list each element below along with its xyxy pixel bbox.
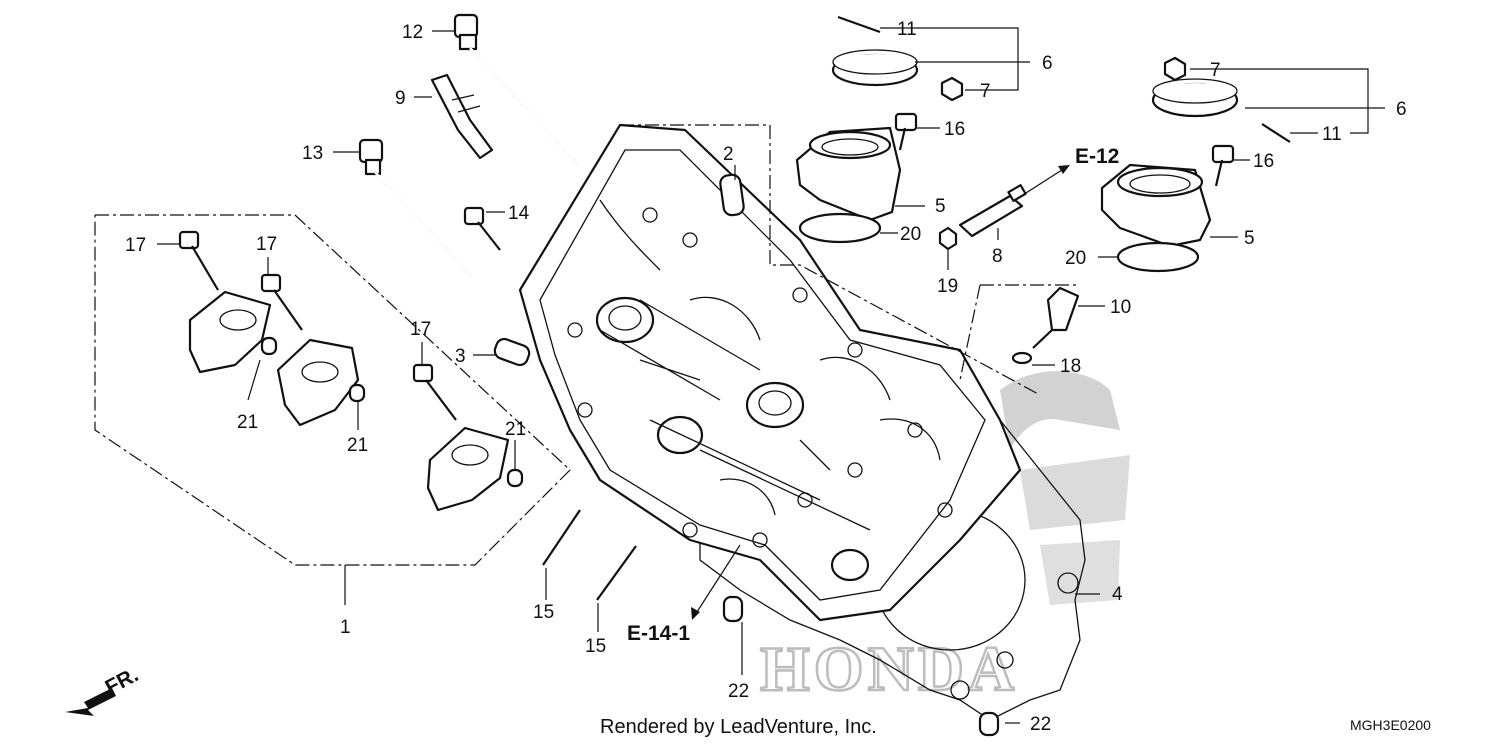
callout-17c: 17 bbox=[410, 319, 431, 340]
part-12-stud-bolt bbox=[453, 13, 579, 166]
callout-21a: 21 bbox=[237, 412, 258, 433]
part-2-dowel bbox=[719, 173, 745, 217]
callout-6b: 6 bbox=[1396, 99, 1407, 120]
callout-14: 14 bbox=[508, 203, 530, 224]
callout-9: 9 bbox=[395, 88, 406, 109]
part-19-washer bbox=[938, 226, 958, 251]
callout-6a: 6 bbox=[1042, 53, 1053, 74]
part-9-spark-plug bbox=[430, 73, 494, 160]
camshaft-holder-b bbox=[276, 338, 366, 427]
intake-insulator-left bbox=[795, 126, 902, 222]
part-15-stud-b bbox=[596, 545, 637, 601]
callout-11b: 11 bbox=[1322, 124, 1342, 145]
part-11-bolt-a bbox=[837, 15, 881, 34]
callout-22b: 22 bbox=[1030, 714, 1051, 735]
part-10-sensor bbox=[1032, 286, 1080, 349]
callout-16b: 16 bbox=[1253, 151, 1274, 172]
intake-insulator-right bbox=[1100, 163, 1212, 248]
callout-1: 1 bbox=[340, 617, 351, 638]
callout-20a: 20 bbox=[900, 224, 921, 245]
part-16-bolt-b bbox=[1211, 144, 1235, 187]
front-arrow-icon bbox=[65, 688, 116, 716]
credit-text: Rendered by LeadVenture, Inc. bbox=[600, 716, 877, 738]
e12-arrow-line bbox=[1014, 167, 1066, 201]
diagram-code: MGH3E0200 bbox=[1350, 717, 1431, 733]
callout-7a: 7 bbox=[980, 81, 991, 102]
callout-21c: 21 bbox=[505, 419, 526, 440]
callout-labels: 1 2 3 4 5 5 6 6 7 7 8 9 10 11 11 12 13 1… bbox=[125, 19, 1407, 735]
callout-5b: 5 bbox=[1244, 228, 1255, 249]
part-8-sensor bbox=[958, 184, 1027, 238]
part-22-dowel-b bbox=[978, 711, 1000, 737]
part-7-nut-b bbox=[1163, 56, 1187, 82]
callout-13: 13 bbox=[302, 143, 323, 164]
callout-2: 2 bbox=[723, 144, 734, 165]
e141-arrow-head bbox=[691, 607, 700, 620]
callout-15a: 15 bbox=[533, 602, 554, 623]
gasket-hole bbox=[996, 651, 1014, 669]
watermark-logo-text: HONDA bbox=[760, 633, 1018, 704]
callout-17b: 17 bbox=[256, 234, 277, 255]
reference-e12: E-12 bbox=[1075, 145, 1119, 168]
callout-18: 18 bbox=[1060, 356, 1081, 377]
callout-15b: 15 bbox=[585, 636, 606, 657]
gasket-hole bbox=[950, 680, 970, 700]
callout-21b: 21 bbox=[347, 435, 368, 456]
part-20-o-ring-right bbox=[1116, 241, 1200, 273]
callout-16a: 16 bbox=[944, 119, 965, 140]
part-18-washer bbox=[1011, 351, 1033, 365]
part-16-bolt-a bbox=[894, 112, 918, 151]
leader-lines bbox=[157, 27, 1385, 724]
callout-11a: 11 bbox=[897, 19, 917, 40]
camshaft-holder-a bbox=[188, 290, 278, 374]
part-20-o-ring-left bbox=[798, 212, 882, 244]
cylinder-head bbox=[518, 123, 1022, 622]
callout-8: 8 bbox=[992, 246, 1003, 267]
intake-clamp-right bbox=[1151, 78, 1239, 118]
part-11-bolt-b bbox=[1261, 123, 1291, 143]
honda-watermark: HONDA bbox=[759, 371, 1130, 705]
head-gasket-outline bbox=[699, 419, 1086, 721]
e12-arrow-head bbox=[1058, 165, 1070, 174]
reference-e14-1: E-14-1 bbox=[627, 622, 690, 645]
part-3-dowel bbox=[493, 337, 531, 367]
part-15-stud-a bbox=[542, 509, 581, 566]
callout-20b: 20 bbox=[1065, 248, 1086, 269]
part-22-dowel-a bbox=[722, 595, 744, 623]
callout-19: 19 bbox=[937, 276, 958, 297]
callout-3: 3 bbox=[455, 346, 466, 367]
cover-group-outline bbox=[620, 124, 1041, 396]
part-13-stud-bolt bbox=[358, 138, 471, 276]
callout-17a: 17 bbox=[125, 235, 146, 256]
part-7-nut-a bbox=[940, 76, 964, 102]
part-17-bolts bbox=[178, 230, 457, 421]
callout-12: 12 bbox=[402, 22, 423, 43]
callout-4: 4 bbox=[1112, 584, 1123, 605]
camshaft-holder-c bbox=[426, 426, 524, 512]
e141-arrow-line bbox=[694, 544, 741, 616]
part-14-bolt bbox=[463, 206, 501, 251]
callout-10: 10 bbox=[1110, 297, 1131, 318]
intake-clamp-left bbox=[831, 49, 919, 87]
cam-holder-group-outline bbox=[94, 214, 571, 566]
callout-5a: 5 bbox=[935, 196, 946, 217]
callout-22a: 22 bbox=[728, 681, 749, 702]
gasket-hole bbox=[1057, 572, 1079, 594]
front-indicator: FR. bbox=[65, 663, 142, 716]
callout-7b: 7 bbox=[1210, 60, 1221, 81]
